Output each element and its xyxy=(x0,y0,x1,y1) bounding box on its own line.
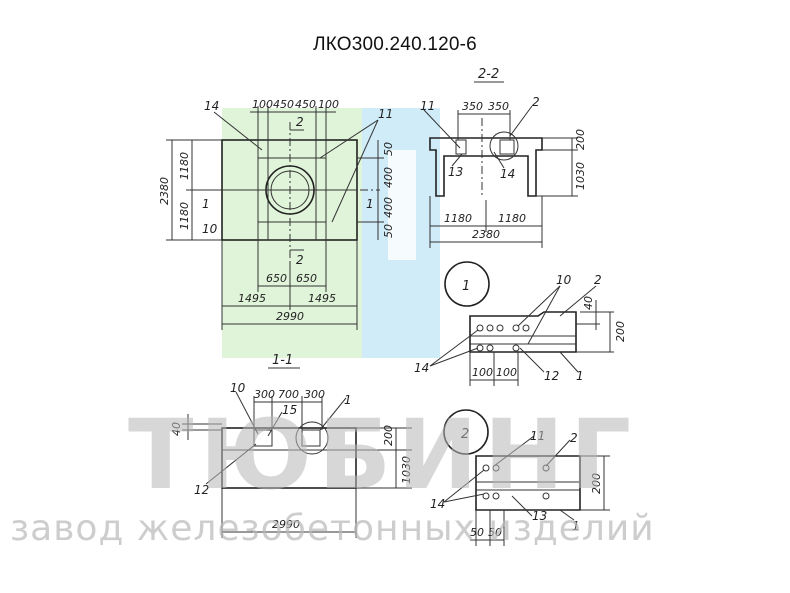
plan-dim-right-4: 50 xyxy=(382,224,395,238)
plan-dim-top-2: 450 xyxy=(273,98,294,111)
plan-dim-top-4: 100 xyxy=(318,98,339,111)
detail2-dim-right: 200 xyxy=(590,473,603,494)
detail2-callout-14: 14 xyxy=(430,497,445,511)
section11-dim-top-2: 700 xyxy=(278,388,299,401)
section22-dim-right-2: 1030 xyxy=(574,162,587,190)
section11-callout-12: 12 xyxy=(194,483,209,497)
section22-callout-11: 11 xyxy=(420,99,435,113)
drawing-title: ЛКО300.240.120-6 xyxy=(313,34,477,55)
detail2-callout-11: 11 xyxy=(530,429,545,443)
section11-label: 1-1 xyxy=(272,353,293,368)
logo-green-block xyxy=(222,108,362,358)
detail1-callout-1: 1 xyxy=(576,369,584,383)
section22-label: 2-2 xyxy=(478,67,499,82)
plan-dim-bottom-inner-2: 650 xyxy=(296,272,317,285)
detail-2: 2 200 50 50 11 2 14 13 1 xyxy=(430,409,610,546)
detail2-callout-1: 1 xyxy=(572,519,580,533)
section22-dim-total: 2380 xyxy=(472,228,500,241)
logo-blue-block-2 xyxy=(388,150,416,260)
plan-dim-top-1: 100 xyxy=(252,98,273,111)
plan-dim-left-total: 2380 xyxy=(158,177,171,205)
section11-dim-total: 2990 xyxy=(272,518,300,531)
detail1-callout-2: 2 xyxy=(594,273,602,287)
section11-dim-right-2: 1030 xyxy=(400,456,413,484)
plan-callout-11: 11 xyxy=(378,107,393,121)
section22-callout-14: 14 xyxy=(500,167,515,181)
detail1-dim-bottom-2: 100 xyxy=(496,366,517,379)
watermark-brand: ТЮБИНГ xyxy=(128,399,637,511)
detail-1: 1 40 200 100 100 10 2 14 12 xyxy=(414,261,627,386)
section22-callout-2: 2 xyxy=(532,95,540,109)
section-1-1: 1-1 300 700 300 10 15 1 12 40 200 1030 xyxy=(170,353,413,538)
detail1-marker: 1 xyxy=(462,279,470,294)
plan-view: 100 450 450 100 2 2 2380 1180 1180 1 10 … xyxy=(158,98,395,330)
section-2-2: 2-2 350 350 11 2 13 14 200 1030 1180 118… xyxy=(420,67,587,248)
plan-dim-top-3: 450 xyxy=(295,98,316,111)
section11-dim-left: 40 xyxy=(170,422,183,436)
plan-dim-left-1: 1180 xyxy=(178,152,191,180)
plan-section-mark-top: 2 xyxy=(296,115,304,129)
plan-dim-bottom-inner-1: 650 xyxy=(266,272,287,285)
detail2-dim-bottom-1: 50 xyxy=(470,526,484,539)
detail2-callout-13: 13 xyxy=(532,509,547,523)
detail1-marker-circle xyxy=(444,261,490,307)
section22-callout-13: 13 xyxy=(448,165,463,179)
plan-callout-10: 10 xyxy=(202,222,218,236)
section22-dim-top-1: 350 xyxy=(462,100,483,113)
section22-dim-bottom-1: 1180 xyxy=(444,212,472,225)
detail1-callout-12: 12 xyxy=(544,369,559,383)
detail1-dim-right-2: 200 xyxy=(614,321,627,342)
detail2-dim-bottom-2: 50 xyxy=(488,526,502,539)
section11-callout-10: 10 xyxy=(230,381,246,395)
section11-dim-top-3: 300 xyxy=(304,388,325,401)
section22-dim-right-1: 200 xyxy=(574,129,587,150)
plan-callout-14: 14 xyxy=(204,99,219,113)
detail2-marker: 2 xyxy=(461,427,469,442)
plan-dim-right-3: 400 xyxy=(382,197,395,218)
section22-dim-bottom-2: 1180 xyxy=(498,212,526,225)
plan-dim-right-1: 50 xyxy=(382,142,395,156)
plan-section-mark-left: 1 xyxy=(202,197,210,211)
section11-callout-15: 15 xyxy=(282,403,297,417)
section11-dim-right-1: 200 xyxy=(382,425,395,446)
watermark-tagline: завод железобетонных изделий xyxy=(10,508,655,549)
plan-section-mark-right: 1 xyxy=(366,197,374,211)
detail1-callout-14: 14 xyxy=(414,361,429,375)
plan-dim-bottom-mid-1: 1495 xyxy=(238,292,266,305)
section22-dim-top-2: 350 xyxy=(488,100,509,113)
section11-callout-1: 1 xyxy=(344,393,352,407)
plan-dim-bottom-mid-2: 1495 xyxy=(308,292,336,305)
plan-dim-right-2: 400 xyxy=(382,167,395,188)
section11-dim-top-1: 300 xyxy=(254,388,275,401)
plan-dim-bottom-total: 2990 xyxy=(276,310,304,323)
logo-watermark xyxy=(222,108,440,358)
detail1-dim-bottom-1: 100 xyxy=(472,366,493,379)
detail2-marker-circle xyxy=(443,409,489,455)
plan-dim-left-2: 1180 xyxy=(178,202,191,230)
detail1-callout-10: 10 xyxy=(556,273,572,287)
plan-section-mark-bottom: 2 xyxy=(296,253,304,267)
detail2-callout-2: 2 xyxy=(570,431,578,445)
detail1-dim-right-1: 40 xyxy=(582,296,595,310)
